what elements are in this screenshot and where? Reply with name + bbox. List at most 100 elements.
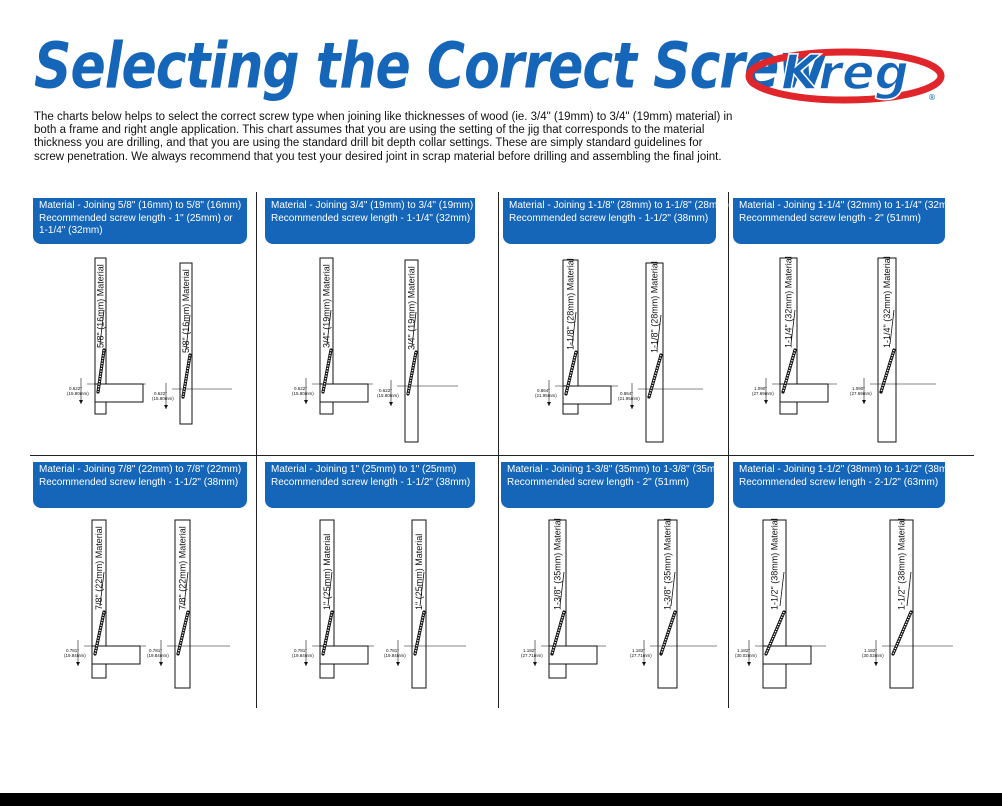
screw: [891, 610, 913, 656]
horizontal-board: [762, 645, 812, 665]
vertical-board: [179, 262, 193, 425]
dimension-value: 0.781": [294, 648, 307, 653]
pocket-hole-line: [183, 571, 189, 607]
pocket-hole-line: [327, 571, 333, 607]
dimension-arrow: [159, 662, 163, 666]
material-label: 3/4" (19mm) Material: [322, 264, 332, 348]
panel-header: Material - Joining 1-1/8" (28mm) to 1-1/…: [503, 198, 729, 244]
vertical-board: [877, 257, 897, 443]
grid-divider: [256, 192, 257, 708]
material-label: 5/8" (16mm) Material: [181, 269, 191, 353]
dimension-arrow: [862, 400, 866, 404]
dimension-value: 0.781": [149, 648, 162, 653]
joint-diagram: 1-1/8" (28mm) Material0.864"(21.95mm)1-1…: [535, 258, 703, 443]
screw-thread: [322, 349, 332, 393]
dimension-value: 1.182": [737, 648, 750, 653]
screw-thread: [660, 611, 676, 655]
kreg-logo: Kreg ®: [745, 44, 945, 104]
screw-thread: [414, 611, 425, 655]
pocket-hole-line: [889, 309, 895, 345]
screw-thread: [565, 351, 577, 395]
horizontal-board: [94, 383, 144, 403]
dimension-value: 0.622": [154, 391, 167, 396]
logo-registered-mark: ®: [928, 93, 936, 102]
dimension-value: 0.622": [379, 388, 392, 393]
dimension-value: 1.182": [632, 648, 645, 653]
dimension-value: 1.090": [754, 386, 767, 391]
joint-diagram: 1-1/4" (32mm) Material1.090"(27.69mm)1-1…: [752, 256, 936, 443]
dimension-arrow: [389, 402, 393, 406]
dimension-mm: (30.02mm): [735, 653, 757, 658]
panel-header-line2: Recommended screw length - 2-1/2" (63mm): [739, 476, 939, 488]
vertical-board: [319, 257, 334, 415]
dimension-value: 1.090": [852, 386, 865, 391]
horizontal-board: [319, 383, 369, 403]
panel-header: Material - Joining 1-1/2" (38mm) to 1-1/…: [733, 462, 959, 508]
pocket-hole-line: [779, 571, 785, 607]
page-bottom-bar: [0, 793, 1002, 806]
material-label: 1-1/8" (28mm) Material: [650, 261, 660, 353]
dimension-arrow: [630, 405, 634, 409]
material-label: 1-1/4" (32mm) Material: [784, 256, 794, 348]
material-label: 1-3/8" (35mm) Material: [553, 518, 563, 610]
intro-paragraph: The charts below helps to select the cor…: [34, 111, 733, 163]
panel-header-line1: Material - Joining 1-1/2" (38mm) to 1-1/…: [739, 464, 959, 475]
horizontal-board: [548, 645, 598, 665]
grid-divider: [728, 192, 729, 708]
dimension-arrow: [79, 400, 83, 404]
panel-header-line3: 1-1/4" (32mm): [39, 225, 103, 236]
dimension-arrow: [164, 405, 168, 409]
dimension-mm: (19.84mm): [384, 653, 406, 658]
dimension-mm: (30.02mm): [862, 653, 884, 658]
material-label: 5/8" (16mm) Material: [96, 264, 106, 348]
vertical-board: [91, 519, 107, 679]
dimension-mm: (15.80mm): [152, 396, 174, 401]
screw-thread: [407, 351, 417, 395]
screw-thread: [551, 611, 565, 655]
joint-diagram: 3/4" (19mm) Material 0.622"(15.80mm) 3/4" …: [292, 257, 458, 443]
dimension-arrow: [304, 662, 308, 666]
grid-divider: [498, 192, 499, 708]
panel-header-line2: Recommended screw length - 1" (25mm) or: [39, 212, 233, 224]
material-label: 1-1/2" (38mm) Material: [897, 518, 907, 610]
panel-header-line1: Material - Joining 5/8" (16mm) to 5/8" (…: [39, 200, 242, 211]
logo-swoosh: [745, 48, 945, 104]
panel-header: Material - Joining 1-1/4" (32mm) to 1-1/…: [733, 198, 959, 244]
screw-thread: [182, 354, 191, 398]
pocket-hole-line: [185, 314, 191, 350]
screw-thread: [880, 349, 895, 393]
material-label: 1-3/8" (35mm) Material: [663, 518, 673, 610]
panel-header-line2: Recommended screw length - 1-1/2" (38mm): [271, 476, 471, 488]
page-title: Selecting the Correct Screw: [34, 30, 826, 104]
dimension-arrow: [547, 402, 551, 406]
joint-diagram: 1-1/2" (38mm) Material1.182"(30.02mm)1-1…: [735, 518, 953, 689]
dimension-value: 0.781": [386, 648, 399, 653]
dimension-mm: (15.80mm): [67, 391, 89, 396]
material-label: 7/8" (22mm) Material: [94, 526, 104, 610]
logo-wordmark: Kreg: [781, 45, 909, 101]
panel-header: Material - Joining 1" (25mm) to 1" (25mm…: [265, 462, 475, 508]
vertical-board: [548, 519, 567, 679]
panel-header-line2: Recommended screw length - 2" (51mm): [507, 476, 689, 488]
panel-header-line2: Recommended screw length - 1-1/2" (38mm): [39, 476, 239, 488]
dimension-arrow: [304, 400, 308, 404]
dimension-value: 0.864": [620, 391, 633, 396]
pocket-hole-line: [326, 309, 332, 345]
joint-diagram: 1-3/8" (35mm) Material 1.182" (27.71mm) 1-3…: [521, 518, 717, 689]
vertical-board: [94, 257, 107, 415]
panel-header-line1: Material - Joining 1-1/8" (28mm) to 1-1/…: [509, 200, 729, 211]
dimension-mm: (19.84mm): [64, 653, 86, 658]
panel-header-line2: Recommended screw length - 1-1/4" (32mm): [271, 212, 471, 224]
dimension-mm: (19.84mm): [147, 653, 169, 658]
dimension-arrow: [874, 662, 878, 666]
material-label: 3/4" (19mm) Material: [407, 266, 417, 350]
screw-thread: [97, 349, 105, 393]
dimension-mm: (27.71mm): [521, 653, 543, 658]
panel-header: Material - Joining 5/8" (16mm) to 5/8" (…: [33, 198, 247, 244]
pocket-hole-line: [790, 309, 796, 345]
dimension-value: 0.622": [69, 386, 82, 391]
grid-divider: [30, 455, 974, 456]
panel-header: Material - Joining 7/8" (22mm) to 7/8" (…: [33, 462, 247, 508]
dimension-mm: (15.80mm): [377, 393, 399, 398]
vertical-board: [562, 259, 579, 415]
